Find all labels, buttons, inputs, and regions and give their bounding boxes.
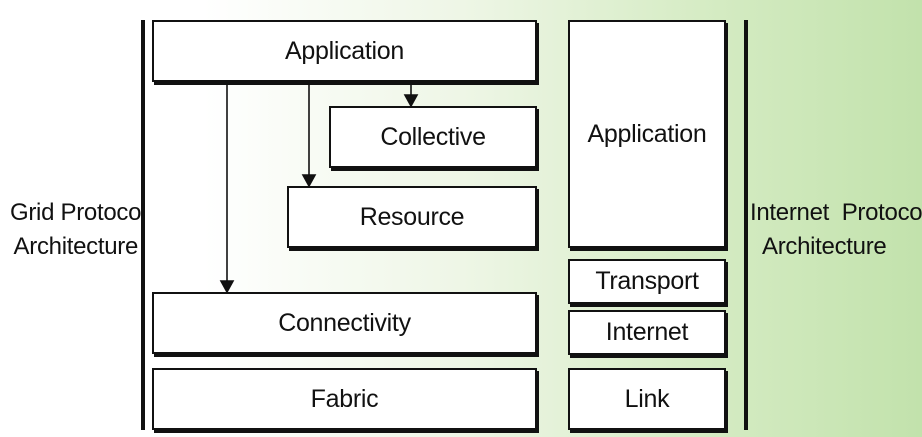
grid-architecture-bar [141, 20, 145, 430]
internet-layer: Internet [568, 310, 726, 355]
internet-architecture-bar [744, 20, 748, 430]
arrow-to-resource [301, 174, 317, 188]
resource-layer: Resource [287, 186, 537, 248]
arrow-to-collective [403, 94, 419, 108]
collective-layer: Collective [329, 106, 537, 168]
grid-application-layer: Application [152, 20, 537, 82]
link-layer: Link [568, 368, 726, 430]
link-label: Link [624, 384, 670, 413]
internet-label-line-2: Architecture [762, 233, 887, 260]
collective-label: Collective [380, 122, 486, 151]
grid-label-line-1: Grid Protocol [10, 199, 147, 226]
fabric-layer: Fabric [152, 368, 537, 430]
transport-layer: Transport [568, 259, 726, 304]
internet-protocol-label: Internet Protocol Architecture [750, 196, 922, 264]
internet-label-line-1: Internet Protocol [750, 199, 922, 226]
internet-application-label: Application [587, 119, 707, 148]
fabric-label: Fabric [310, 384, 379, 413]
grid-protocol-label: Grid Protocol Architecture [10, 196, 147, 264]
resource-label: Resource [359, 202, 465, 231]
connectivity-layer: Connectivity [152, 292, 537, 354]
internet-label: Internet [605, 318, 689, 346]
arrow-to-connectivity [219, 280, 235, 294]
grid-label-line-2: Architecture [13, 233, 139, 260]
grid-application-label: Application [284, 36, 404, 65]
connectivity-label: Connectivity [278, 308, 411, 337]
transport-label: Transport [595, 267, 699, 295]
internet-application-layer: Application [568, 20, 726, 248]
